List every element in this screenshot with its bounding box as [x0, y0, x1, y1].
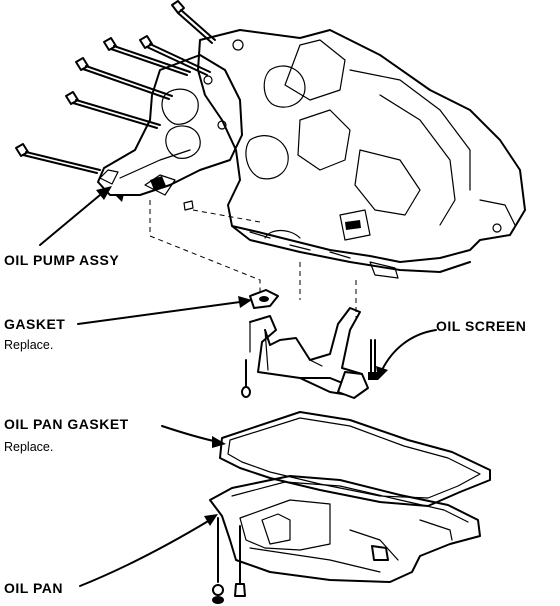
label-oil-pump-assy: OIL PUMP ASSY	[4, 252, 120, 268]
bolt-2	[139, 35, 211, 76]
oil-pan-gasket	[219, 411, 491, 507]
note-oil-pan-gasket-replace: Replace.	[4, 440, 54, 454]
oil-pan	[209, 475, 481, 604]
note-gasket-replace: Replace.	[4, 338, 54, 352]
label-oil-pan-gasket: OIL PAN GASKET	[4, 416, 129, 432]
bolt-4	[75, 57, 173, 100]
label-oil-screen: OIL SCREEN	[436, 318, 527, 334]
bolt-1	[171, 0, 216, 44]
oil-screen-assembly	[241, 307, 378, 399]
bolt-6	[15, 143, 101, 174]
label-gasket: GASKET	[4, 316, 66, 332]
oil-pump-housing	[97, 54, 243, 202]
leader-lines	[39, 186, 437, 587]
engine-block-illustration	[197, 29, 526, 279]
pump-gasket	[249, 289, 279, 309]
alignment-lines	[149, 200, 357, 320]
pan-bolts	[212, 517, 246, 604]
bolt-5	[65, 91, 161, 129]
dowel-pin	[183, 200, 194, 211]
pump-mounting-bolts	[15, 0, 216, 174]
bolt-3	[103, 37, 191, 76]
label-oil-pan: OIL PAN	[4, 580, 63, 596]
